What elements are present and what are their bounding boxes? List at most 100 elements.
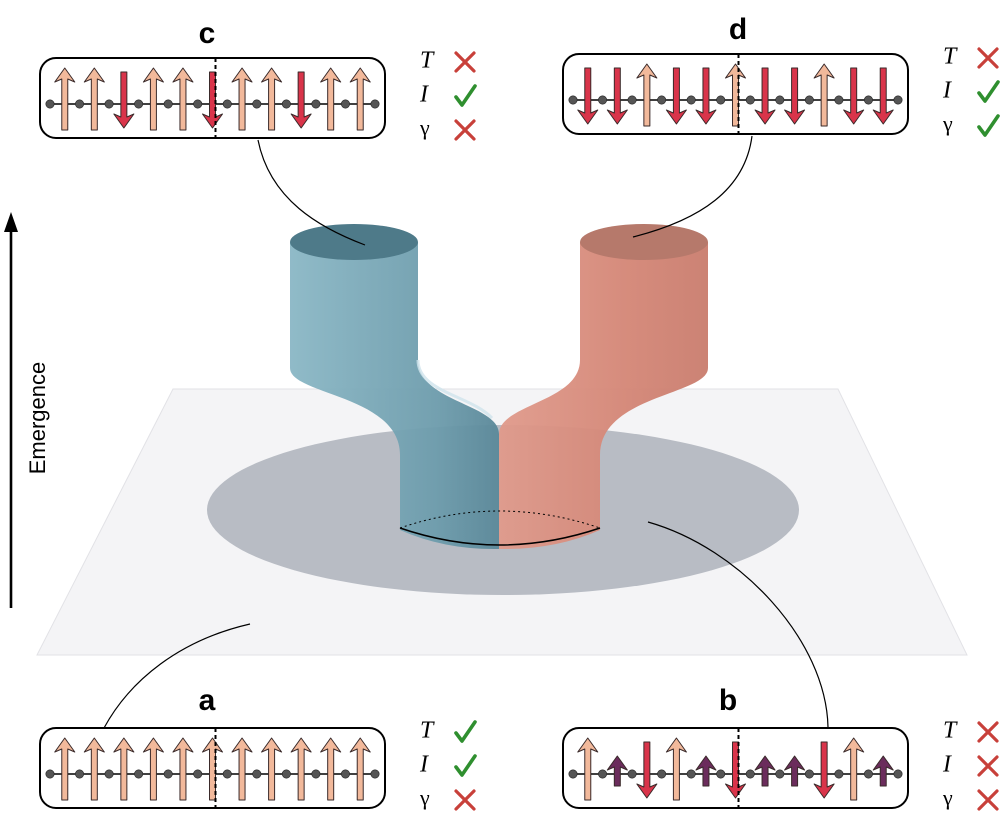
lattice-site [568,95,578,105]
spin-up-arrow [320,737,342,801]
lattice-site [163,769,173,779]
spin-up-arrow [349,737,371,801]
lattice-site [627,95,637,105]
panel-label-d: d [729,13,747,46]
spin-up-arrow [636,63,658,127]
panel-label-b: b [719,684,737,717]
lattice-site [104,769,114,779]
spin-up-arrow [142,737,164,801]
cross-icon [977,789,999,811]
spin-up-arrow [142,67,164,131]
spin-up-arrow [54,67,76,131]
lattice-site [775,95,785,105]
lattice-site [863,769,873,779]
lattice-site [370,769,380,779]
lattice-site [745,95,755,105]
property-symbol: T [943,44,958,70]
small-spin-arrow [606,755,628,787]
spin-up-arrow [290,737,312,801]
spin-down-arrow [754,67,776,125]
teal-tube-body [290,242,499,550]
lattice-site [598,769,608,779]
lattice-site [222,769,232,779]
cross-icon [454,119,476,141]
lattice-site [834,769,844,779]
spin-down-arrow [202,71,223,129]
spin-down-arrow [113,71,135,129]
cross-icon [977,721,999,743]
panel-label-c: c [199,17,216,50]
lattice-site [45,99,55,109]
lattice-site [193,99,203,109]
connector-b [647,521,829,728]
spin-up-arrow [665,737,687,801]
spin-down-arrow [636,741,658,799]
property-symbol: T [943,718,958,744]
lattice-site [775,769,785,779]
teal-tube [290,224,499,550]
spin-up-arrow [577,737,599,801]
spin-up-arrow [320,67,342,131]
connector-c [257,139,366,246]
small-spin-arrow [872,755,894,787]
lattice-site [222,99,232,109]
spin-up-arrow [813,63,835,127]
lattice-site [163,99,173,109]
spin-up-arrow [172,737,194,801]
lattice-site [252,769,262,779]
cross-icon [977,47,999,69]
cross-icon [454,789,476,811]
spin-down-arrow [725,741,746,799]
lattice-site [193,769,203,779]
spin-up-arrow [349,67,371,131]
spin-up-arrow [725,63,746,127]
lattice-site [75,769,85,779]
lattice-site [686,769,696,779]
small-spin-arrow [695,755,717,787]
lattice-site [657,769,667,779]
lattice-site [340,769,350,779]
panel-label-a: a [199,684,216,717]
spin-down-arrow [606,67,628,125]
spin-up-arrow [261,67,283,131]
property-symbol: γ [942,785,953,810]
spin-down-arrow [695,67,717,125]
lattice-site [75,99,85,109]
small-spin-arrow [784,755,806,787]
connector-d [632,135,753,238]
property-symbol: T [420,48,435,74]
property-symbol: I [419,82,429,108]
spin-down-arrow [843,67,865,125]
check-icon [977,80,1000,103]
teal-tube-top [290,224,418,260]
spin-up-arrow [83,67,105,131]
salmon-tube [499,224,708,550]
small-spin-arrow [754,755,776,787]
lattice-site [340,99,350,109]
lattice-site [370,99,380,109]
lattice-site [252,99,262,109]
spin-down-arrow [813,741,835,799]
property-symbol: I [942,78,952,104]
spin-down-arrow [872,67,894,125]
check-icon [454,84,477,107]
connector-a [103,623,251,729]
lattice-site [134,99,144,109]
lattice-site [311,99,321,109]
lattice-site [804,769,814,779]
spin-up-arrow [231,67,253,131]
connectors [103,135,829,729]
emergence-axis: Emergence [4,212,50,608]
spin-up-arrow [843,737,865,801]
salmon-tube-top [580,224,708,260]
property-symbol: γ [419,785,430,810]
lattice-site [281,769,291,779]
lattice-site [834,95,844,105]
spin-up-arrow [202,737,223,801]
spin-up-arrow [54,737,76,801]
